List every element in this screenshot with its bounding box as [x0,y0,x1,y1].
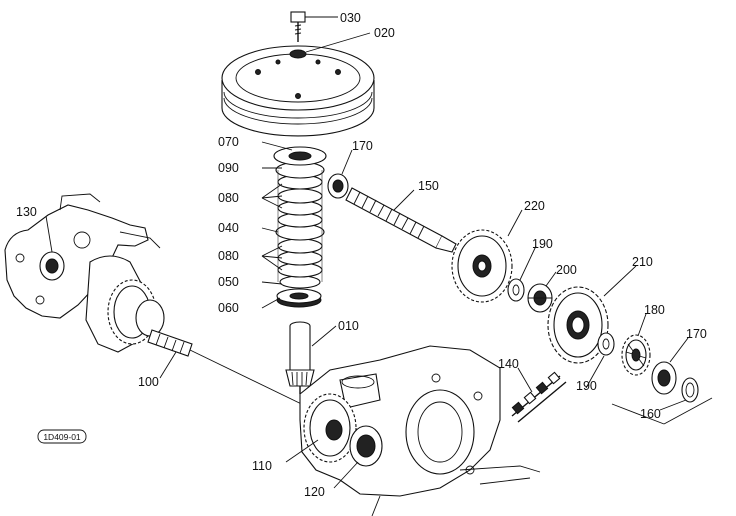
sprocket-part-210 [547,286,609,364]
snap-ring-part-160 [681,377,699,403]
washer-part-190-upper [507,278,525,302]
leader-lines [45,141,689,489]
label-050: 050 [218,275,239,289]
label-180: 180 [644,303,665,317]
clutch-disc-stack [273,146,327,308]
label-080-lower: 080 [218,249,239,263]
gear-part-220 [451,229,513,303]
label-170-lower: 170 [686,327,707,341]
label-160: 160 [640,407,661,421]
part-labels: 030 020 070 090 080 040 080 050 060 010 … [16,11,707,499]
label-040: 040 [218,221,239,235]
diagram-id-tag: 1D409-01 [37,429,87,444]
label-190-lower: 190 [576,379,597,393]
label-190-upper: 190 [532,237,553,251]
bolt-part-030 [290,11,338,42]
gear-part-180 [621,334,651,376]
label-020: 020 [374,26,395,40]
label-030: 030 [340,11,361,25]
label-010: 010 [338,319,359,333]
gear-shaft-part-100 [107,279,319,413]
label-150: 150 [418,179,439,193]
bearing-part-170-lower [651,361,677,395]
label-220: 220 [524,199,545,213]
chain-part-140 [511,371,567,423]
bearing-part-200 [527,283,553,313]
label-120: 120 [304,485,325,499]
label-080-upper: 080 [218,191,239,205]
shaft-part-010 [285,321,315,394]
diagram-id-text: 1D409-01 [43,432,81,442]
assembly-bracket-lines [611,397,713,425]
label-060: 060 [218,301,239,315]
label-140: 140 [498,357,519,371]
label-170-upper: 170 [352,139,373,153]
label-070: 070 [218,135,239,149]
label-130: 130 [16,205,37,219]
splined-shaft-part-150 [345,187,457,253]
label-110: 110 [252,459,272,473]
label-200: 200 [556,263,577,277]
washer-part-190-lower [597,332,615,356]
label-210: 210 [632,255,653,269]
bevel-gear-part-110 [303,393,357,463]
label-090: 090 [218,161,239,175]
bearing-part-120 [349,425,383,467]
main-housing [299,345,541,516]
pulley-part-020 [221,32,375,137]
label-100: 100 [138,375,159,389]
bearing-part-170-upper [327,173,349,199]
